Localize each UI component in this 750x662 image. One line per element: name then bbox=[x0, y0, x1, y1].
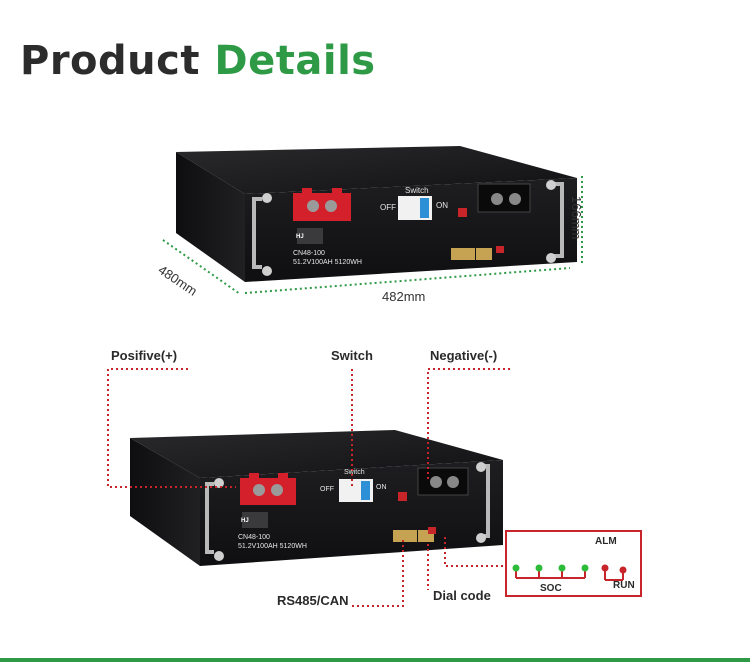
led-icon bbox=[581, 564, 589, 572]
switch-icon bbox=[398, 196, 432, 220]
screw bbox=[546, 253, 556, 263]
spec-label: 51.2V100AH 5120WH bbox=[293, 259, 362, 266]
callout-negative: Negative(-) bbox=[430, 348, 498, 363]
switch-off-label: OFF bbox=[380, 203, 396, 212]
page-title: Product Details bbox=[20, 38, 376, 84]
screw bbox=[476, 462, 486, 472]
logo-icon bbox=[297, 228, 323, 244]
callout-dial-code: Dial code bbox=[433, 588, 491, 603]
led-panel-frame bbox=[505, 530, 642, 597]
screw bbox=[214, 478, 224, 488]
led-panel bbox=[505, 530, 642, 597]
screw bbox=[546, 180, 556, 190]
logo-icon bbox=[242, 512, 268, 528]
alarm-led-icon bbox=[601, 564, 609, 572]
callout-rs485: RS485/CAN bbox=[277, 593, 349, 608]
right-handle bbox=[552, 182, 564, 258]
led-label-run: RUN bbox=[613, 580, 635, 591]
switch-on-label: ON bbox=[376, 484, 387, 491]
reset-button-icon bbox=[458, 208, 467, 217]
reset-button-icon bbox=[398, 492, 407, 501]
negative-terminal-icon bbox=[477, 183, 531, 213]
model-label: CN48-100 bbox=[238, 534, 270, 541]
battery-bottom-side bbox=[130, 438, 200, 566]
battery-top bbox=[176, 146, 577, 282]
led-icon bbox=[512, 564, 520, 572]
left-handle bbox=[252, 197, 262, 269]
height-dimension: 166mm bbox=[569, 196, 584, 240]
switch-off-label: OFF bbox=[320, 486, 334, 493]
led-label-alm: ALM bbox=[595, 536, 617, 547]
footer-accent-bar bbox=[0, 658, 750, 662]
battery-top-lid bbox=[176, 146, 577, 194]
width-dimension: 482mm bbox=[382, 289, 426, 304]
brand-logo: HJ bbox=[296, 234, 304, 240]
run-led-icon bbox=[619, 566, 627, 574]
led-label-soc: SOC bbox=[540, 583, 562, 594]
model-label: CN48-100 bbox=[293, 250, 325, 257]
title-word-product: Product bbox=[20, 38, 200, 84]
dial-icon bbox=[428, 527, 436, 534]
battery-top-side bbox=[176, 152, 245, 282]
dial-icon bbox=[496, 246, 504, 253]
callout-positive: Posifive(+) bbox=[111, 348, 178, 363]
led-icon bbox=[558, 564, 566, 572]
callout-switch: Switch bbox=[331, 348, 373, 363]
port-icon bbox=[451, 248, 475, 260]
battery-bottom-lid bbox=[130, 430, 503, 478]
positive-terminal-icon bbox=[240, 473, 296, 505]
left-handle bbox=[205, 482, 214, 554]
switch-caption: Switch bbox=[405, 186, 429, 195]
dimension-lines bbox=[162, 176, 583, 295]
screw bbox=[262, 266, 272, 276]
led-icon bbox=[535, 564, 543, 572]
switch-icon bbox=[339, 479, 373, 502]
switch-on-label: ON bbox=[436, 201, 448, 210]
port-icon bbox=[393, 530, 417, 542]
switch-caption: Switch bbox=[344, 469, 365, 476]
callout-lines bbox=[107, 368, 510, 607]
brand-logo: HJ bbox=[241, 518, 249, 524]
battery-bottom bbox=[130, 430, 503, 566]
spec-label: 51.2V100AH 5120WH bbox=[238, 543, 307, 550]
screw bbox=[214, 551, 224, 561]
positive-terminal-icon bbox=[293, 188, 351, 221]
screw bbox=[262, 193, 272, 203]
negative-terminal-icon bbox=[417, 467, 469, 496]
screw bbox=[476, 533, 486, 543]
title-word-details: Details bbox=[214, 38, 376, 84]
port-icon bbox=[476, 248, 492, 260]
